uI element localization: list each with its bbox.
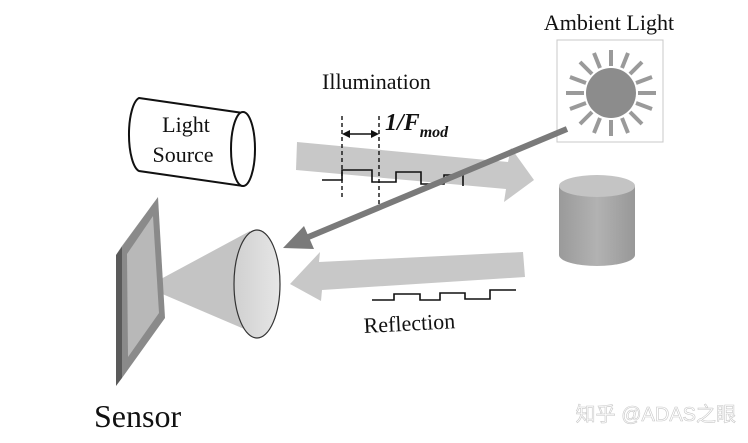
target-object-cylinder — [559, 175, 635, 266]
ambient-light-source — [556, 39, 664, 143]
reflection-waveform — [372, 289, 516, 301]
light-source-label-line1: Light — [162, 112, 210, 137]
sun-rays — [566, 50, 656, 136]
illumination-label: Illumination — [322, 69, 431, 94]
ambient-light-label: Ambient Light — [544, 10, 674, 35]
sun-icon — [586, 68, 636, 118]
modulation-period-label: 1/Fmod — [385, 110, 449, 141]
lens — [233, 229, 281, 339]
modulation-prefix: 1/F — [385, 110, 420, 136]
sensor-panel — [116, 197, 165, 386]
ambient-light-ray — [283, 126, 569, 249]
reflection-beam — [290, 252, 525, 301]
period-markers — [341, 116, 380, 204]
illumination-waveform — [322, 169, 464, 186]
light-source-label-line2: Source — [152, 142, 213, 167]
light-source-cylinder — [127, 96, 256, 188]
sensor-label: Sensor — [94, 398, 181, 434]
modulation-subscript: mod — [420, 124, 449, 141]
reflection-label: Reflection — [363, 308, 456, 338]
watermark-text: 知乎 @ADAS之眼 — [576, 403, 736, 426]
collection-cone — [146, 231, 263, 337]
